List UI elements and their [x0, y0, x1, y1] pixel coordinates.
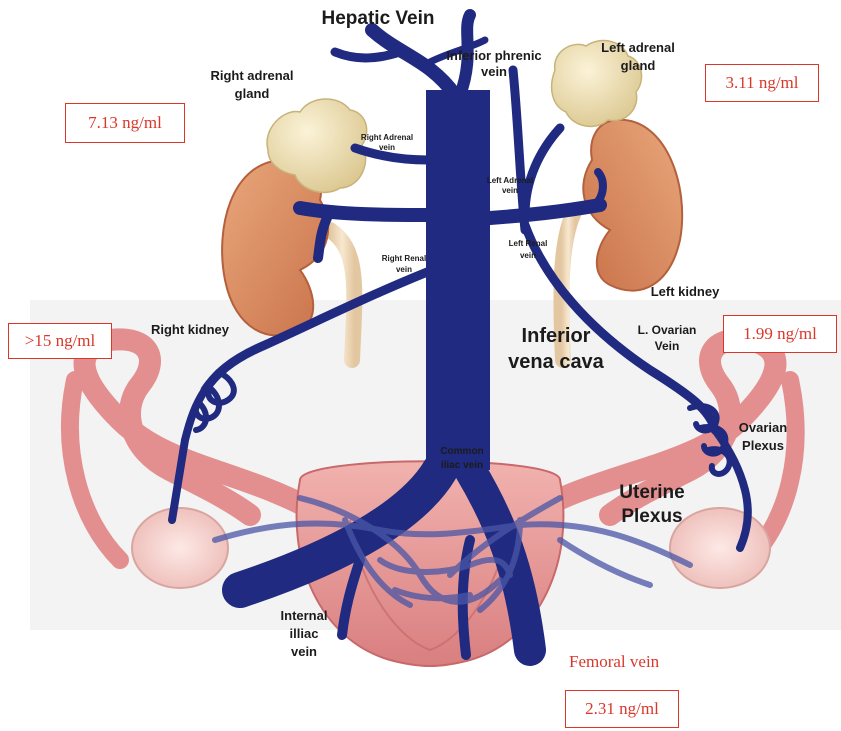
label-right-renal-vein-2: vein: [396, 265, 412, 274]
label-ivc-2: vena cava: [508, 351, 605, 373]
measurement-femoral-value: 2.31 ng/ml: [585, 699, 659, 719]
label-ovarian-plexus-1: Ovarian: [739, 420, 787, 435]
label-internal-iliac-3: vein: [291, 644, 317, 659]
label-l-ovarian-vein-1: L. Ovarian: [638, 323, 697, 337]
measurement-left-adrenal: 3.11 ng/ml: [705, 64, 819, 102]
label-right-renal-vein-1: Right Renal: [382, 254, 426, 263]
label-left-adrenal-gland-1: Left adrenal: [601, 40, 675, 55]
label-left-adrenal-vein-2: vein: [502, 186, 518, 195]
label-right-adrenal-vein-2: vein: [379, 143, 395, 152]
label-right-adrenal-gland-1: Right adrenal: [210, 68, 293, 83]
measurement-left-adrenal-value: 3.11 ng/ml: [725, 73, 798, 93]
left-adrenal-vein: [525, 128, 560, 215]
right-ovary: [132, 508, 228, 588]
label-inferior-phrenic-2: vein: [481, 64, 507, 79]
label-right-adrenal-gland-2: gland: [235, 86, 270, 101]
label-left-adrenal-gland-2: gland: [621, 58, 656, 73]
label-left-renal-vein-1: Left Renal: [509, 239, 548, 248]
label-inferior-phrenic-1: Inferior phrenic: [446, 48, 541, 63]
label-left-adrenal-vein-1: Left Adrenal: [487, 176, 533, 185]
measurement-right-adrenal-value: 7.13 ng/ml: [88, 113, 162, 133]
hepatic-vein-left-branch: [372, 30, 455, 95]
label-l-ovarian-vein-2: Vein: [655, 339, 680, 353]
measurement-right-ovarian: >15 ng/ml: [8, 323, 112, 359]
measurement-right-ovarian-value: >15 ng/ml: [25, 331, 96, 351]
label-right-adrenal-vein-1: Right Adrenal: [361, 133, 413, 142]
left-renal-vein: [490, 205, 600, 218]
label-right-kidney: Right kidney: [151, 322, 230, 337]
label-internal-iliac-1: Internal: [281, 608, 328, 623]
label-common-iliac-2: iliac vein: [441, 460, 483, 471]
label-ovarian-plexus-2: Plexus: [742, 438, 784, 453]
measurement-right-adrenal: 7.13 ng/ml: [65, 103, 185, 143]
label-uterine-plexus-2: Plexus: [621, 506, 682, 527]
label-left-renal-vein-2: vein: [520, 251, 536, 260]
label-ivc-1: Inferior: [522, 325, 591, 347]
label-left-kidney: Left kidney: [651, 284, 720, 299]
measurement-left-ovarian-value: 1.99 ng/ml: [743, 324, 817, 344]
right-renal-vein: [300, 208, 428, 215]
label-hepatic-vein: Hepatic Vein: [322, 8, 435, 29]
label-femoral-vein: Femoral vein: [569, 652, 659, 672]
label-uterine-plexus-1: Uterine: [619, 482, 684, 503]
measurement-femoral: 2.31 ng/ml: [565, 690, 679, 728]
measurement-left-ovarian: 1.99 ng/ml: [723, 315, 837, 353]
label-common-iliac-1: Common: [440, 446, 483, 457]
left-ovary: [670, 508, 770, 588]
label-internal-iliac-2: illiac: [290, 626, 319, 641]
inferior-phrenic-vein: [513, 70, 525, 230]
